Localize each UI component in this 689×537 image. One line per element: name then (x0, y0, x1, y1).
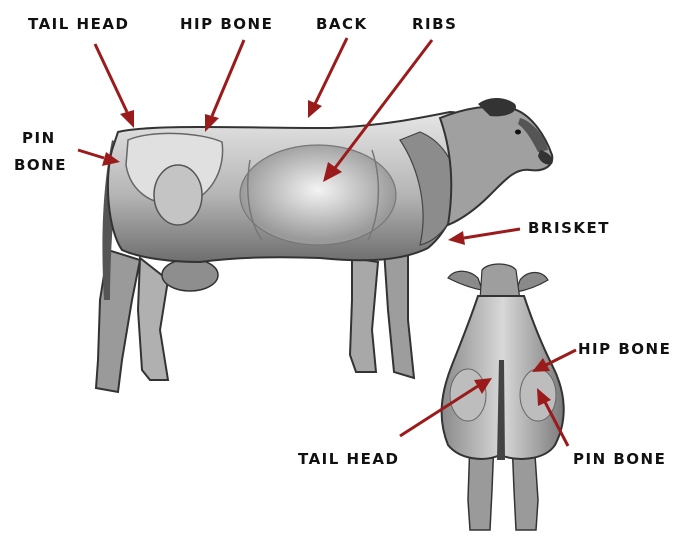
label-back: BACK (316, 15, 368, 33)
label-brisket: BRISKET (528, 219, 610, 237)
arrow-hip-bone-side (205, 40, 244, 132)
arrow-back (308, 38, 347, 118)
label-hip-bone-side: HIP BONE (180, 15, 273, 33)
label-tail-head-rear: TAIL HEAD (298, 450, 399, 468)
label-pin-bone-side-line1: PIN (22, 129, 56, 147)
arrow-tail-head-side (95, 44, 134, 128)
label-hip-bone-rear: HIP BONE (578, 340, 671, 358)
label-pin-bone-side-line2: BONE (14, 156, 67, 174)
label-ribs: RIBS (412, 15, 457, 33)
label-tail-head-side: TAIL HEAD (28, 15, 129, 33)
arrow-brisket (448, 229, 520, 245)
label-pin-bone-rear: PIN BONE (573, 450, 666, 468)
